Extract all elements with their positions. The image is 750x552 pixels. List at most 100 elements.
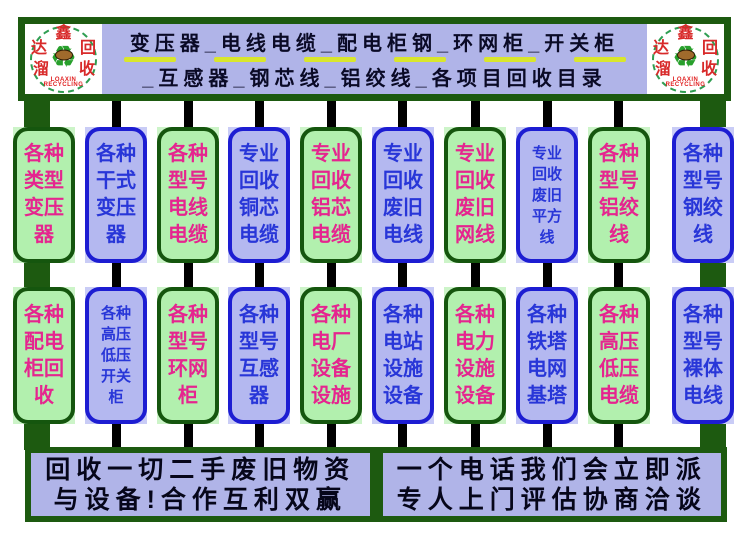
logo-char-bottom-right: 收 xyxy=(78,60,95,78)
pill-line: 器 xyxy=(249,384,269,407)
pill-line: 废旧 xyxy=(383,197,423,219)
pill-line: 各种 xyxy=(455,303,495,326)
pill-line: 电线 xyxy=(683,384,723,407)
pill-line: 环网 xyxy=(168,357,208,380)
pill-r2c2: 各种高压低压开关柜 xyxy=(85,287,147,424)
pill-line: 基塔 xyxy=(527,384,567,407)
pill-line: 平方 xyxy=(531,207,562,225)
logo-char-top: 鑫 xyxy=(677,24,694,42)
handshake-icon xyxy=(676,49,695,61)
stem-col3 xyxy=(184,99,193,449)
pill-line: 各种 xyxy=(24,303,64,326)
logo-char-bottom-left: 溜 xyxy=(655,60,672,78)
logo-name-line1: LOAXIN xyxy=(50,76,77,83)
pill-r2c9: 各种高压低压电缆 xyxy=(588,287,650,424)
pill-line: 专业 xyxy=(383,143,423,165)
header-separator xyxy=(123,56,626,62)
pill-line: 互感 xyxy=(239,357,279,380)
stem-col5 xyxy=(327,99,336,449)
separator-dash xyxy=(573,56,626,62)
pill-line: 铝绞 xyxy=(599,197,639,219)
pill-line: 各种 xyxy=(24,143,64,165)
pill-line: 网线 xyxy=(455,224,495,246)
stem-col4 xyxy=(255,99,264,449)
pill-line: 配电 xyxy=(24,330,64,353)
pill-line: 废旧 xyxy=(531,186,562,204)
pill-line: 各种 xyxy=(683,143,723,165)
logo-char-right: 回 xyxy=(79,39,96,57)
pill-line: 各种 xyxy=(599,303,639,326)
handshake-icon xyxy=(54,49,73,61)
stem-col6 xyxy=(398,99,407,449)
separator-dash xyxy=(483,56,536,62)
pill-r1c4: 专业回收铜芯电缆 xyxy=(228,127,290,263)
footer-right-line2: 专人上门评估协商洽谈 xyxy=(396,485,707,514)
pill-r2c7: 各种电力设施设备 xyxy=(444,287,506,424)
pill-line: 变压 xyxy=(24,197,64,219)
pill-line: 电线 xyxy=(168,197,208,219)
pill-line: 低压 xyxy=(100,347,131,364)
pill-r2c1: 各种配电柜回收 xyxy=(13,287,75,424)
pill-line: 各种 xyxy=(168,143,208,165)
stem-col7 xyxy=(471,99,480,449)
pill-line: 回收 xyxy=(311,170,351,192)
pill-line: 废旧 xyxy=(455,197,495,219)
pill-line: 回收 xyxy=(531,165,562,183)
pill-line: 各种 xyxy=(100,305,131,322)
logo-name-line2: RECYCLING xyxy=(43,81,84,88)
pill-line: 干式 xyxy=(96,170,136,192)
header-board: 鑫 达 回 溜 收 ♻ LOAXIN RECYCLING 变压器_电线电缆_配电… xyxy=(18,17,731,101)
logo-name-line1: LOAXIN xyxy=(672,76,699,83)
pill-line: 类型 xyxy=(24,170,64,192)
pill-line: 型号 xyxy=(683,170,723,192)
pill-line: 各种 xyxy=(383,303,423,326)
logo-name-line2: RECYCLING xyxy=(665,81,706,88)
pill-line: 铁塔 xyxy=(527,330,567,353)
pill-line: 电缆 xyxy=(239,224,279,246)
pill-line: 回收 xyxy=(383,170,423,192)
pill-line: 专业 xyxy=(455,143,495,165)
pill-r1c7: 专业回收废旧网线 xyxy=(444,127,506,263)
pill-line: 线 xyxy=(609,224,629,246)
pill-line: 型号 xyxy=(239,330,279,353)
logo-left: 鑫 达 回 溜 收 ♻ LOAXIN RECYCLING xyxy=(25,24,102,94)
pill-line: 线 xyxy=(693,224,713,246)
pill-r2c3: 各种型号环网柜 xyxy=(157,287,219,424)
pill-line: 低压 xyxy=(599,357,639,380)
pill-line: 电缆 xyxy=(168,224,208,246)
pill-r1c3: 各种型号电线电缆 xyxy=(157,127,219,263)
pill-line: 开关 xyxy=(100,368,131,385)
pill-line: 电线 xyxy=(383,224,423,246)
pill-line: 设施 xyxy=(455,357,495,380)
header-text-area: 变压器_电线电缆_配电柜钢_环网柜_开关柜 _互感器_钢芯线_铝绞线_各项目回收… xyxy=(102,24,647,94)
pill-r1c6: 专业回收废旧电线 xyxy=(372,127,434,263)
pill-r1c5: 专业回收铝芯电缆 xyxy=(300,127,362,263)
footer-left-panel: 回收一切二手废旧物资 与设备!合作互利双赢 xyxy=(31,453,370,516)
pill-line: 回收 xyxy=(455,170,495,192)
pill-line: 电缆 xyxy=(311,224,351,246)
pill-r1c2: 各种干式变压器 xyxy=(85,127,147,263)
stem-col8 xyxy=(543,99,552,449)
pill-r2c4: 各种型号互感器 xyxy=(228,287,290,424)
logo-char-top: 鑫 xyxy=(55,24,72,42)
separator-dash xyxy=(303,56,356,62)
pill-r2c5: 各种电厂设备设施 xyxy=(300,287,362,424)
pill-line: 设备 xyxy=(383,384,423,407)
pill-line: 型号 xyxy=(683,330,723,353)
pill-line: 变压 xyxy=(96,197,136,219)
logo-char-left: 达 xyxy=(653,39,670,57)
pill-line: 各种 xyxy=(311,303,351,326)
pill-line: 设备 xyxy=(311,357,351,380)
pill-line: 专业 xyxy=(531,144,562,162)
company-logo: 鑫 达 回 溜 收 ♻ LOAXIN RECYCLING xyxy=(30,24,97,93)
pill-line: 电力 xyxy=(455,330,495,353)
separator-dash xyxy=(123,56,176,62)
pill-line: 电网 xyxy=(527,357,567,380)
pill-line: 裸体 xyxy=(683,357,723,380)
pill-line: 各种 xyxy=(96,143,136,165)
company-logo: 鑫 达 回 溜 收 ♻ LOAXIN RECYCLING xyxy=(652,24,719,93)
footer-banner: 回收一切二手废旧物资 与设备!合作互利双赢 一个电话我们会立即派 专人上门评估协… xyxy=(25,447,727,522)
pill-r2c10: 各种型号裸体电线 xyxy=(672,287,734,424)
logo-char-bottom-right: 收 xyxy=(700,60,717,78)
